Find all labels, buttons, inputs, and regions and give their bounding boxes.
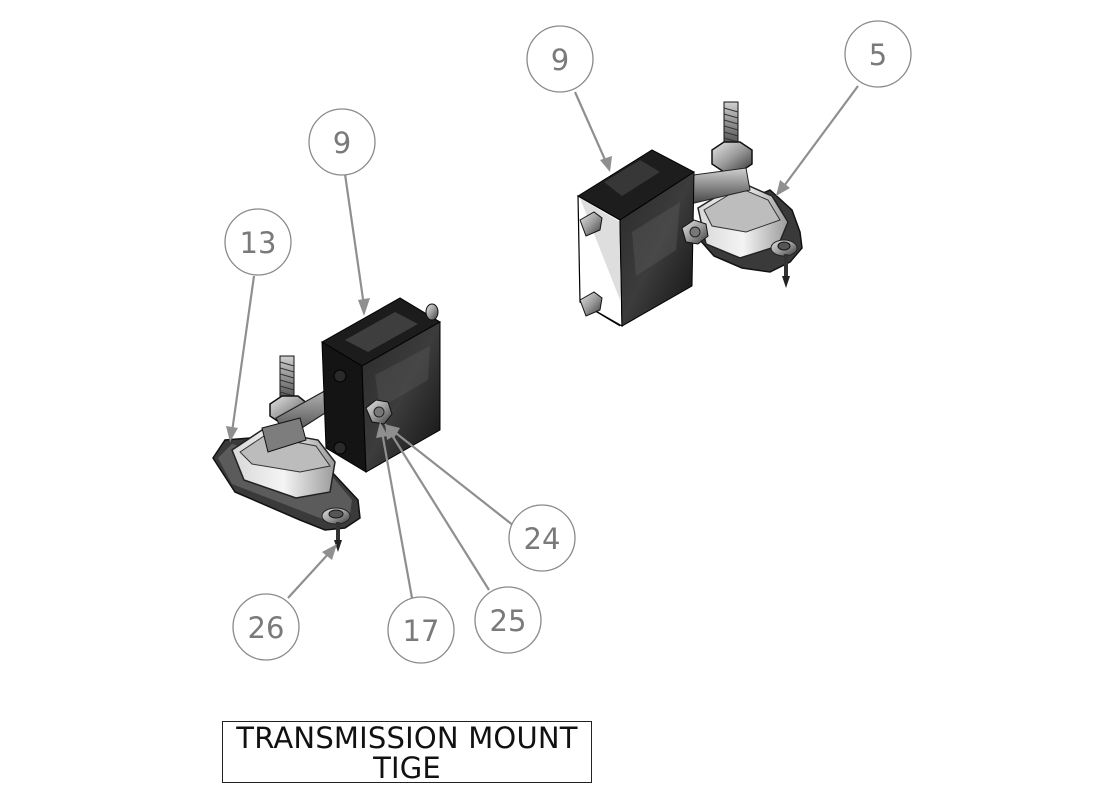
balloon-25: 25 — [474, 586, 542, 654]
balloon-label: 9 — [333, 126, 351, 160]
balloon-24: 24 — [508, 504, 576, 572]
leader-13 — [230, 275, 256, 433]
leader-5 — [783, 85, 859, 187]
balloon-13: 13 — [224, 208, 292, 276]
balloon-label: 17 — [403, 614, 440, 648]
balloon-label: 25 — [490, 604, 527, 638]
leader-9-left — [343, 173, 366, 307]
balloon-26: 26 — [232, 593, 300, 661]
right-block-side — [619, 171, 695, 327]
balloon-5: 5 — [844, 20, 912, 88]
leader-24 — [391, 429, 515, 527]
right-stud-nut — [711, 141, 753, 173]
drawing-title-line1: TRANSMISSION MOUNT — [236, 721, 578, 755]
drawing-title-line2: TIGE — [373, 751, 441, 785]
leader-9-right — [573, 91, 608, 163]
balloon-label: 13 — [240, 226, 277, 260]
leader-26 — [287, 551, 331, 599]
leader-25 — [389, 431, 490, 591]
balloon-label: 5 — [869, 38, 887, 72]
balloon-9-left: 9 — [308, 108, 376, 176]
left-mount-assembly — [212, 297, 441, 552]
balloon-label: 24 — [524, 522, 561, 556]
balloon-9-right: 9 — [526, 25, 594, 93]
right-mount-assembly — [577, 101, 803, 328]
balloon-label: 26 — [248, 611, 285, 645]
drawing-title-box: TRANSMISSION MOUNT TIGE — [222, 721, 592, 783]
balloon-label: 9 — [551, 43, 569, 77]
leader-17 — [380, 431, 414, 599]
leader-lines — [226, 85, 859, 599]
balloon-17: 17 — [387, 596, 455, 664]
